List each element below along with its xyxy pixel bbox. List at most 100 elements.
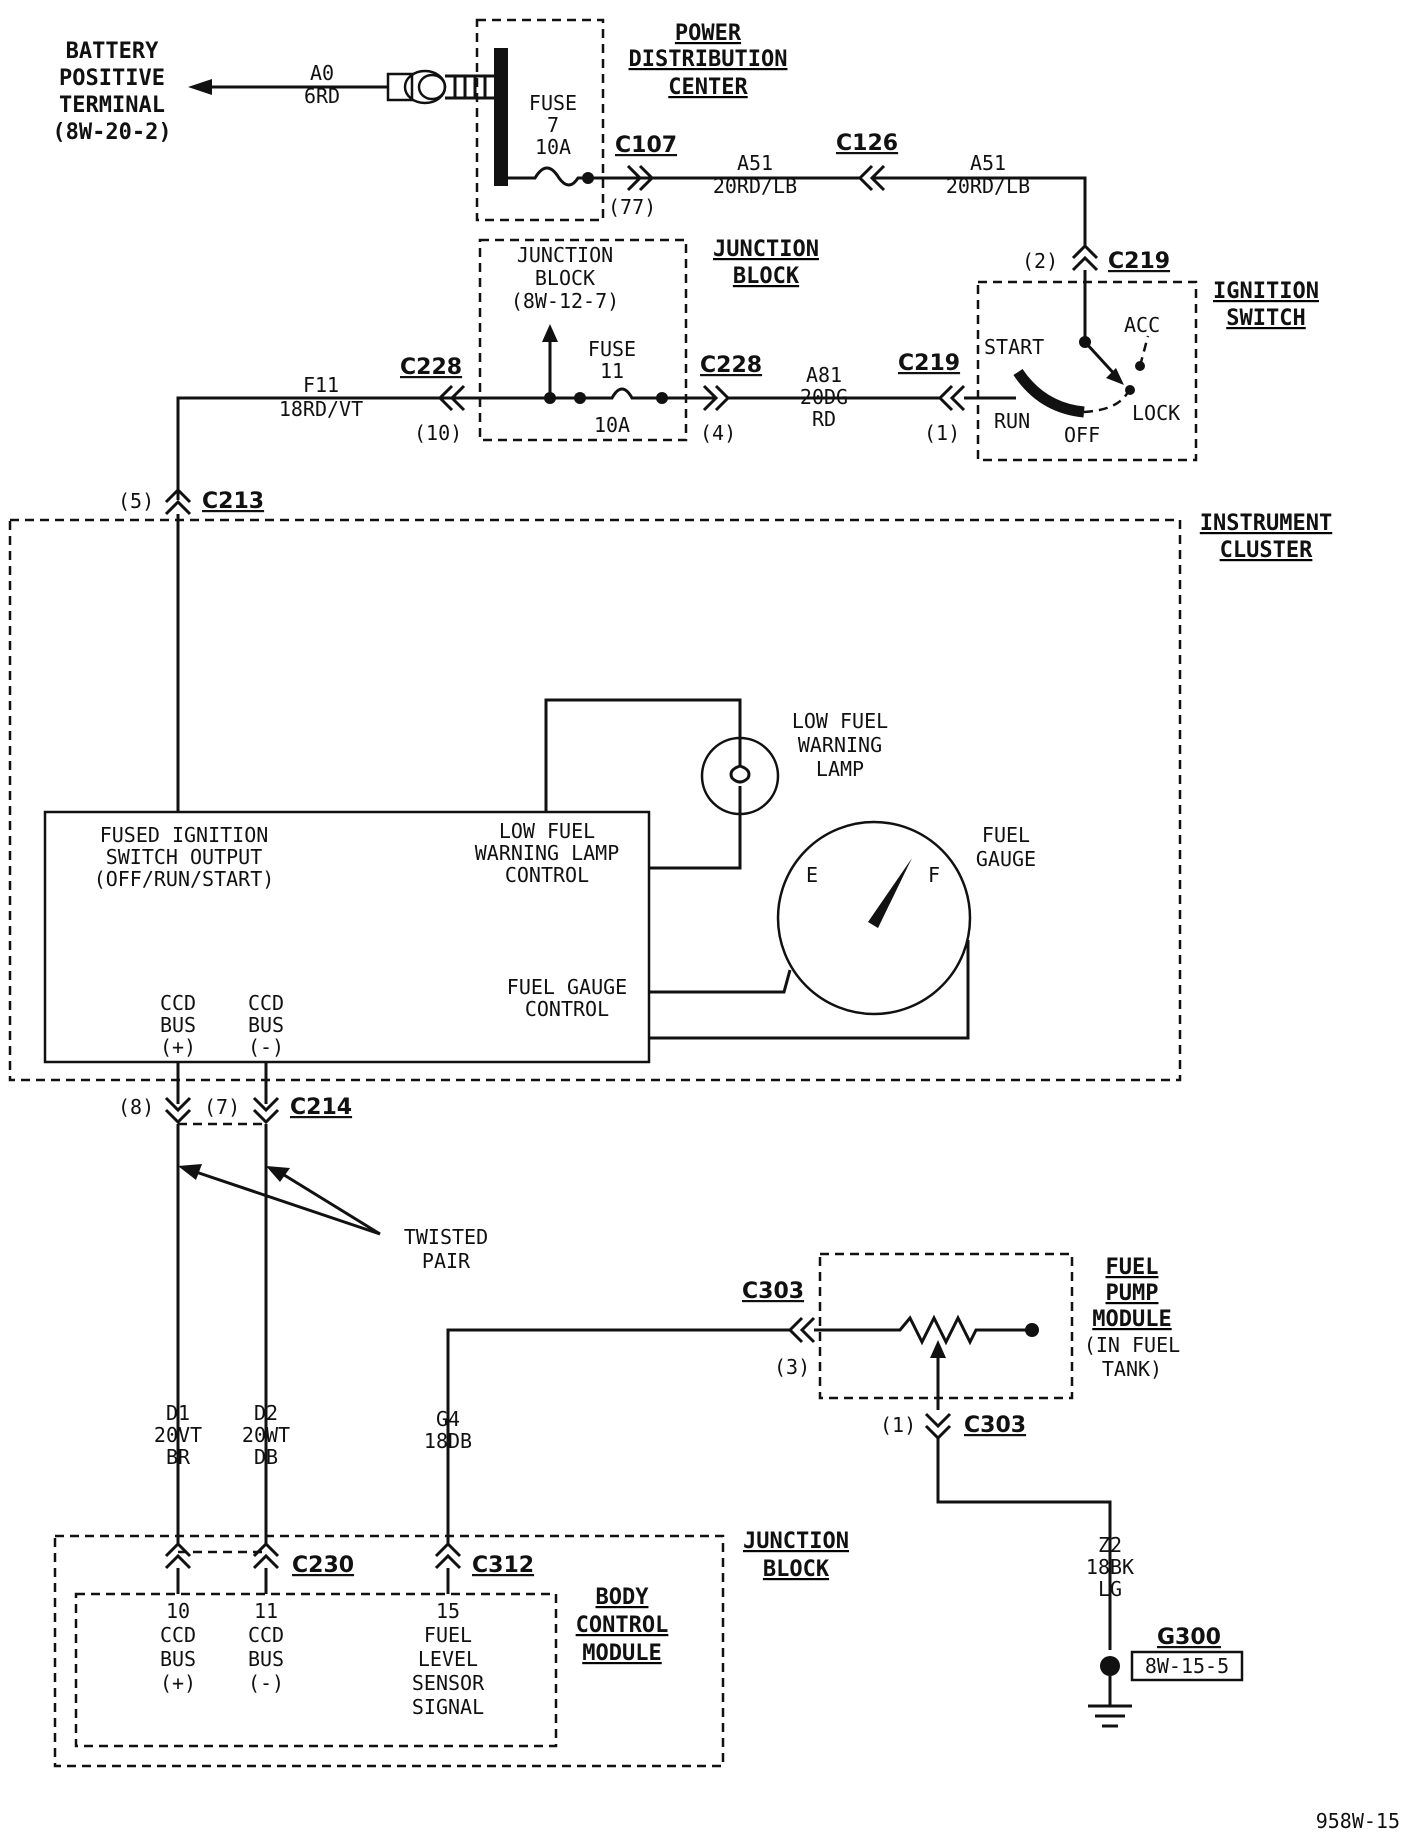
g300-node [1100, 1656, 1120, 1676]
battery-arrow-icon [188, 79, 212, 95]
twisted-pair-leader-1 [189, 1168, 381, 1236]
fuel-gauge-needle [868, 858, 912, 928]
svg-text:(+): (+) [160, 1671, 196, 1695]
svg-text:BLOCK: BLOCK [535, 266, 595, 290]
svg-text:FUEL: FUEL [1106, 1255, 1159, 1280]
svg-text:JUNCTION: JUNCTION [713, 237, 819, 262]
svg-text:LOW FUEL: LOW FUEL [499, 819, 595, 843]
g300-ref-box [1130, 1650, 1244, 1682]
twisted-pair-leader-2 [275, 1168, 381, 1236]
c219-top-label: C219 [1108, 249, 1170, 274]
svg-text:GAUGE: GAUGE [976, 847, 1036, 871]
fuel-gauge-label: FUEL GAUGE [976, 823, 1036, 871]
wire-label-g4: G4 18DB [424, 1407, 472, 1453]
svg-text:15: 15 [436, 1599, 460, 1623]
c312-connector-icon [434, 1541, 462, 1570]
fuel-sender-node [1025, 1323, 1039, 1337]
fused-ignition-label: FUSED IGNITION SWITCH OUTPUT (OFF/RUN/ST… [94, 823, 275, 891]
svg-text:RD: RD [812, 407, 836, 431]
bcm-title: BODY CONTROL MODULE [576, 1585, 669, 1666]
c219-mid-connector-icon [937, 384, 966, 412]
svg-text:FUEL GAUGE: FUEL GAUGE [507, 975, 627, 999]
svg-text:SWITCH OUTPUT: SWITCH OUTPUT [106, 845, 263, 869]
fuel-sender-wiper-arrow-icon [930, 1340, 946, 1358]
svg-text:FUEL: FUEL [424, 1623, 472, 1647]
lamp-filament [729, 742, 751, 810]
ignition-run-start-contact [1013, 368, 1085, 418]
svg-text:BR: BR [166, 1445, 191, 1469]
svg-text:INSTRUMENT: INSTRUMENT [1200, 511, 1332, 536]
svg-text:A81: A81 [806, 363, 842, 387]
fuel-gauge-wire-2 [649, 940, 970, 1040]
c213-label: C213 [202, 489, 264, 514]
svg-text:JUNCTION: JUNCTION [517, 243, 613, 267]
svg-text:20DG: 20DG [800, 385, 848, 409]
svg-text:JUNCTION: JUNCTION [743, 1529, 849, 1554]
c219-top-connector-icon [1071, 243, 1099, 272]
junction-block-top-title: JUNCTION BLOCK [713, 237, 819, 289]
svg-text:BLOCK: BLOCK [733, 264, 800, 289]
svg-text:TANK): TANK) [1102, 1357, 1162, 1381]
c107-label: C107 [615, 133, 677, 158]
svg-text:FUSED IGNITION: FUSED IGNITION [100, 823, 269, 847]
svg-text:TERMINAL: TERMINAL [59, 93, 165, 118]
svg-text:BLOCK: BLOCK [763, 1557, 830, 1582]
svg-text:CENTER: CENTER [668, 75, 748, 100]
svg-text:MODULE: MODULE [1092, 1307, 1171, 1332]
svg-text:FUSE: FUSE [588, 337, 636, 361]
svg-text:18RD/VT: 18RD/VT [279, 397, 363, 421]
svg-text:CCD: CCD [160, 1623, 196, 1647]
svg-text:BUS: BUS [248, 1647, 284, 1671]
c230-connector-icon [164, 1541, 280, 1570]
svg-text:A0: A0 [310, 61, 334, 85]
pdc-busbar [494, 48, 508, 186]
svg-text:CLUSTER: CLUSTER [1220, 538, 1313, 563]
svg-text:10A: 10A [535, 135, 571, 159]
pdc-title: POWER DISTRIBUTION CENTER [629, 21, 788, 100]
lamp-wire [544, 698, 742, 870]
ignition-off-lock-arc [1083, 391, 1130, 414]
svg-text:OFF: OFF [1064, 423, 1100, 447]
svg-text:CCD: CCD [248, 1623, 284, 1647]
c303-bot-label: C303 [964, 1413, 1026, 1438]
twisted-pair-arrow-2-icon [266, 1166, 290, 1182]
svg-text:F11: F11 [303, 373, 339, 397]
c228-left-connector-icon [437, 384, 466, 412]
fuel-gauge-wire-1 [649, 969, 792, 994]
c214-pin7: (7) [204, 1095, 240, 1119]
wire-label-f11: F11 18RD/VT [279, 373, 363, 421]
ignition-switch-box [976, 280, 1198, 462]
low-fuel-control-label: LOW FUEL WARNING LAMP CONTROL [475, 819, 620, 887]
svg-text:(IN FUEL: (IN FUEL [1084, 1333, 1180, 1357]
ignition-positions: START ACC RUN OFF LOCK [984, 313, 1180, 447]
c214-label: C214 [290, 1095, 352, 1120]
svg-text:LEVEL: LEVEL [418, 1647, 478, 1671]
wire-label-a51-2: A51 20RD/LB [946, 151, 1030, 198]
page-code: 958W-15 [1316, 1809, 1400, 1833]
svg-text:TWISTED: TWISTED [404, 1225, 488, 1249]
svg-text:BODY: BODY [596, 1585, 650, 1610]
c219-mid-label: C219 [898, 351, 960, 376]
svg-text:11: 11 [600, 359, 624, 383]
svg-text:POWER: POWER [675, 21, 742, 46]
fuse11-label: FUSE 11 10A [588, 337, 636, 437]
ignition-switch-title: IGNITION SWITCH [1213, 279, 1319, 331]
svg-text:LOCK: LOCK [1132, 401, 1180, 425]
wire-label-a0: A0 6RD [304, 61, 340, 108]
wire-label-a51-1: A51 20RD/LB [713, 151, 797, 198]
twisted-pair-label: TWISTED PAIR [404, 1225, 488, 1273]
c228-right-pin: (4) [700, 421, 736, 445]
fuel-gauge-f: F [928, 863, 940, 887]
fuel-gauge-icon [776, 820, 972, 1016]
c303-bot-pin: (1) [880, 1413, 916, 1437]
svg-text:CCD: CCD [160, 991, 196, 1015]
svg-text:6RD: 6RD [304, 84, 340, 108]
ignition-wiper-arrow-icon [1106, 368, 1124, 385]
c228-right-label: C228 [700, 353, 762, 378]
svg-text:WARNING LAMP: WARNING LAMP [475, 841, 620, 865]
wire-z2 [936, 1438, 1112, 1650]
bcm-box [74, 1592, 558, 1748]
svg-text:LOW FUEL: LOW FUEL [792, 709, 888, 733]
ignition-lock-contact [1125, 385, 1135, 395]
